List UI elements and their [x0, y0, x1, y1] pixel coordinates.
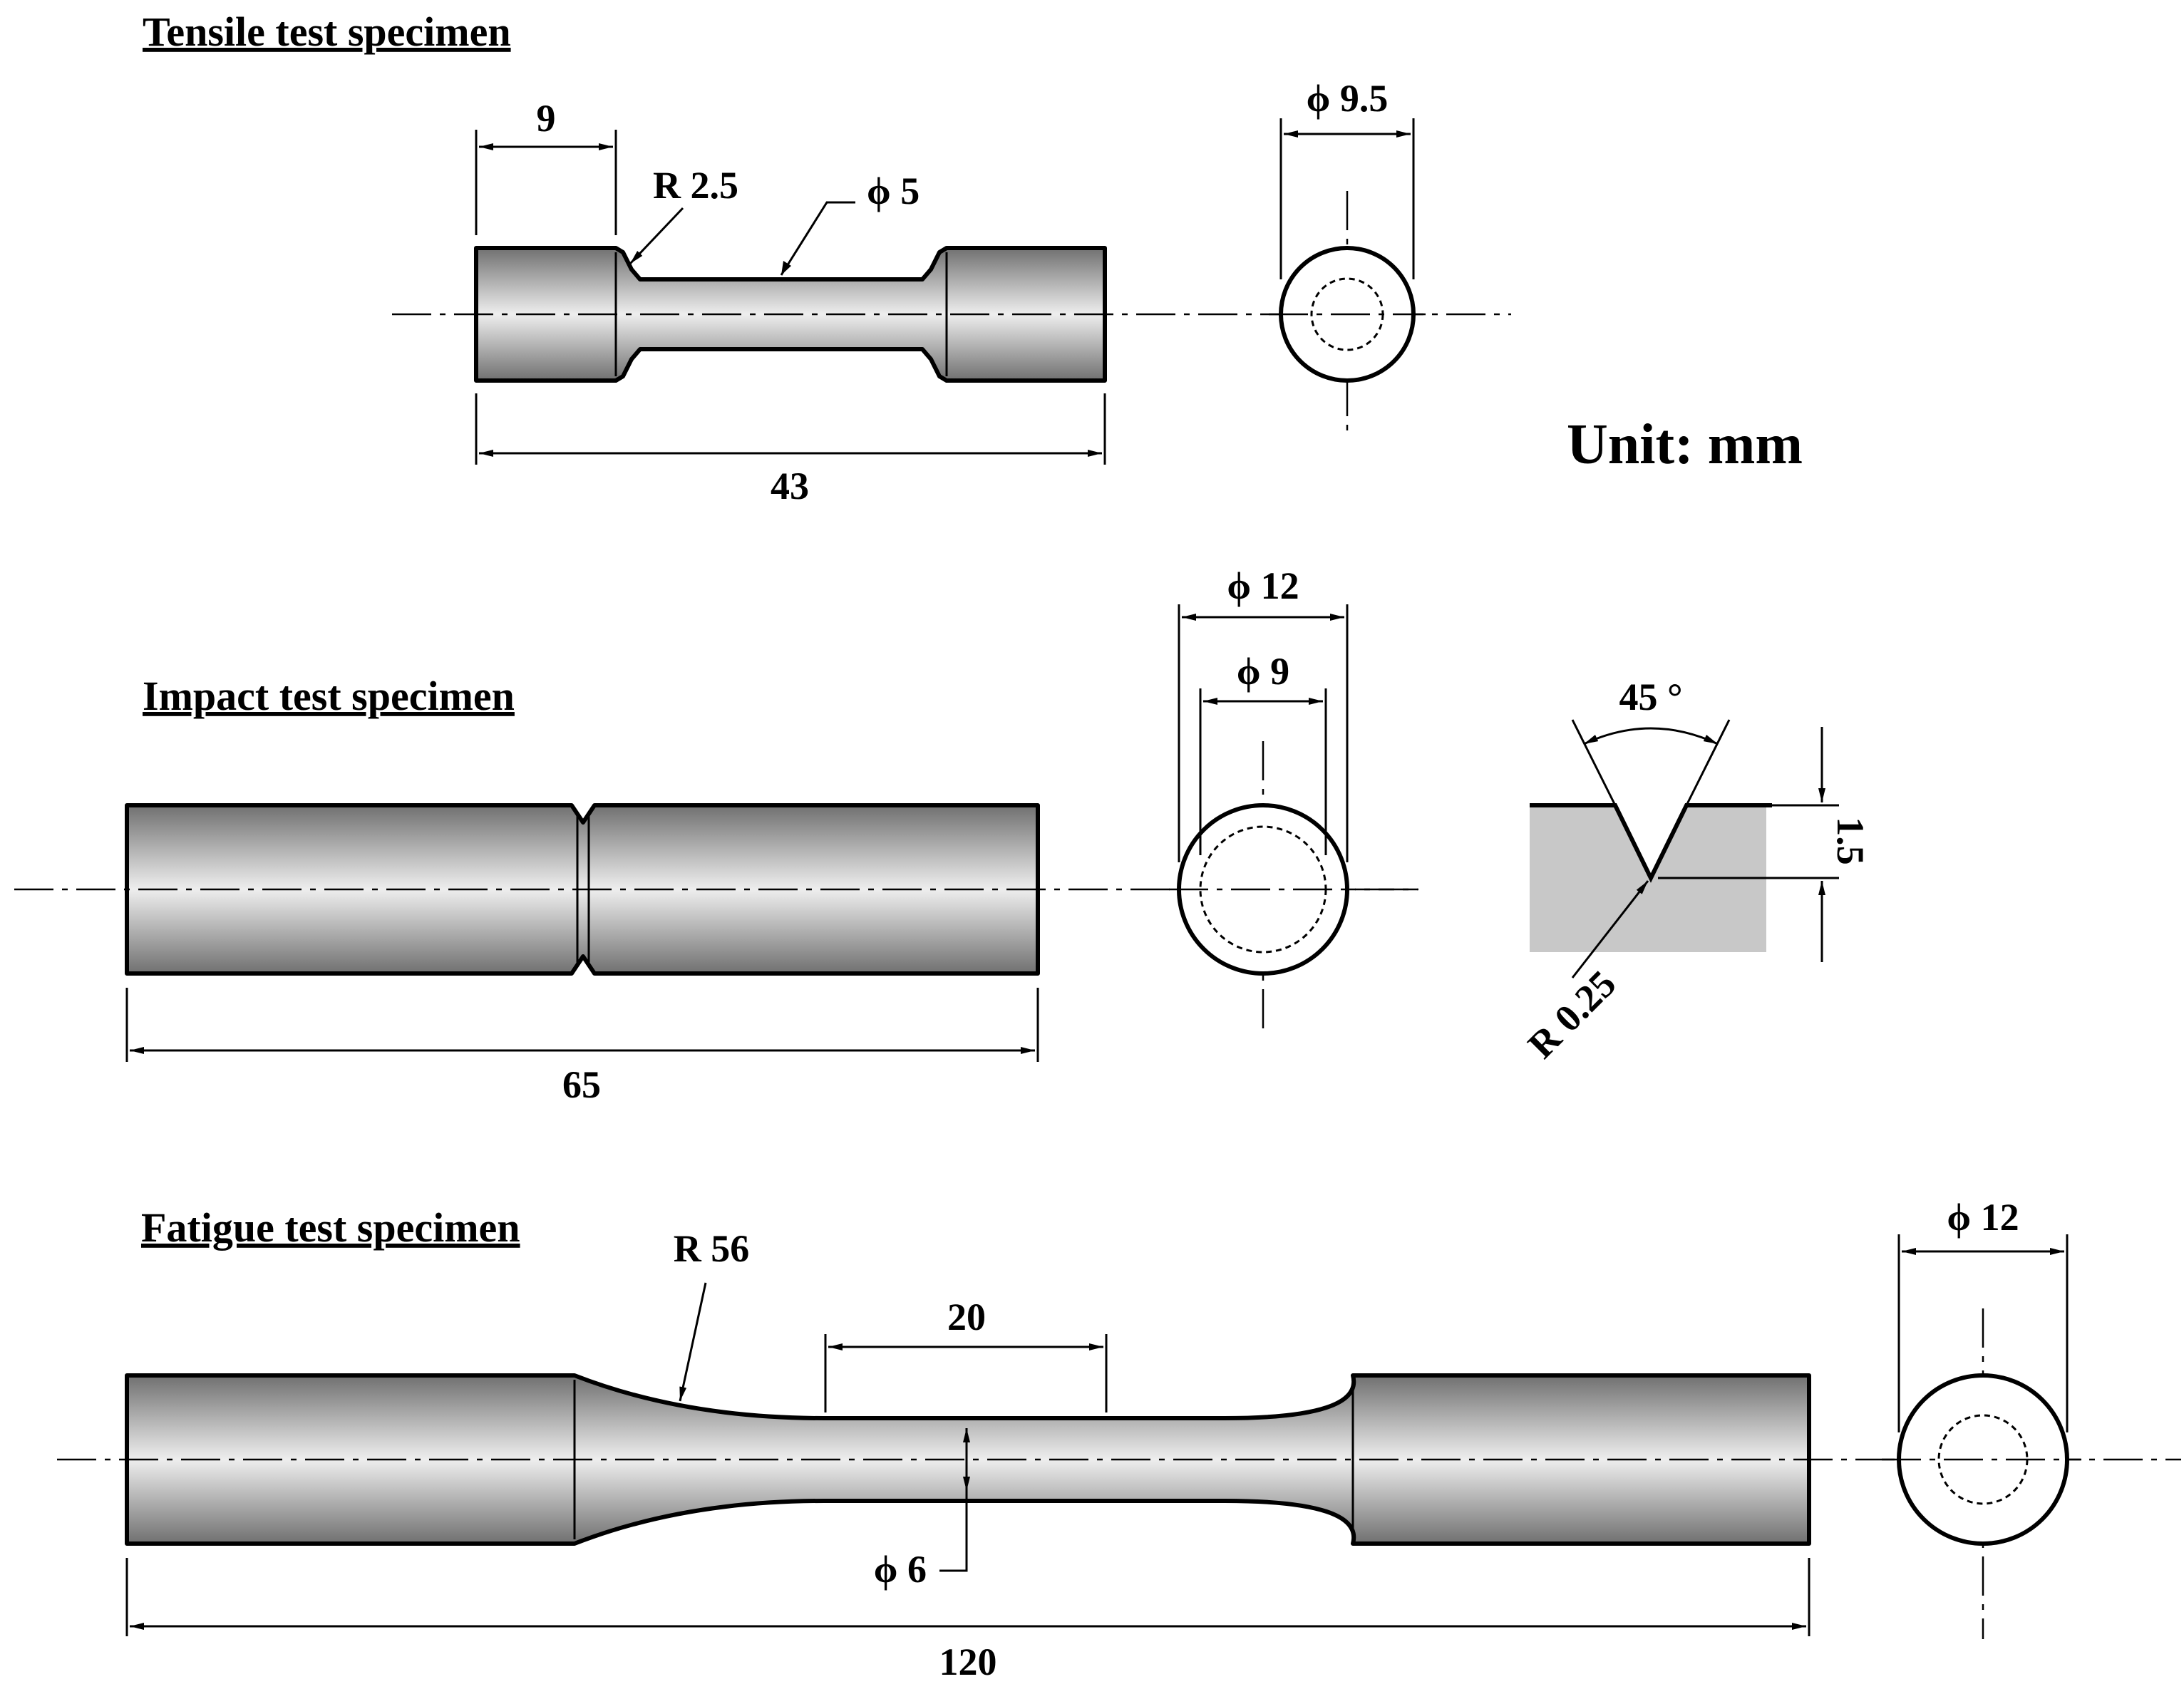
impact-notch-block — [1530, 807, 1766, 952]
fatigue-title: Fatigue test specimen — [141, 1204, 520, 1251]
fatigue-length-dim: 120 — [939, 1641, 997, 1683]
tensile-grip-dim: 9 — [537, 97, 556, 140]
impact-section: Impact test specimen 65 ϕ 12 ϕ 9 45 ° — [14, 564, 1872, 1106]
impact-notch-radius: R 0.25 — [1520, 962, 1624, 1066]
impact-notch-angle-arc — [1583, 727, 1719, 745]
impact-notch-angle: 45 ° — [1619, 676, 1682, 718]
fatigue-radius-dim: R 56 — [674, 1227, 750, 1270]
fatigue-radius-leader — [679, 1282, 707, 1402]
fatigue-gauge-len: 20 — [947, 1296, 986, 1338]
impact-notch-depth: 1.5 — [1829, 817, 1872, 865]
tensile-section: Tensile test specimen 9 R 2.5 ϕ 5 43 ϕ 9… — [143, 9, 1803, 507]
impact-notch-radius-leader — [1571, 880, 1649, 978]
unit-label: Unit: mm — [1567, 413, 1803, 476]
impact-length-dim: 65 — [562, 1063, 601, 1106]
impact-outer-dim: ϕ 12 — [1227, 564, 1299, 607]
tensile-end-dim: ϕ 9.5 — [1307, 77, 1389, 120]
tensile-gauge-arrow — [781, 261, 791, 275]
impact-notch-profile — [1530, 803, 1772, 883]
tensile-title: Tensile test specimen — [143, 9, 511, 55]
tensile-length-dim: 43 — [771, 465, 809, 507]
fatigue-dia-leader — [939, 1491, 968, 1572]
tensile-radius-dim: R 2.5 — [653, 164, 738, 207]
fatigue-end-dim: ϕ 12 — [1947, 1196, 2019, 1239]
impact-title: Impact test specimen — [143, 673, 515, 719]
fatigue-gauge-dia: ϕ 6 — [874, 1548, 927, 1591]
fatigue-section: Fatigue test specimen R 56 20 ϕ 6 120 ϕ … — [57, 1196, 2181, 1683]
impact-inner-dim: ϕ 9 — [1237, 650, 1289, 693]
tensile-gauge-leader — [780, 201, 855, 276]
impact-notch-angle-ext-right — [1685, 719, 1731, 806]
impact-notch-angle-ext-left — [1571, 719, 1617, 806]
tensile-radius-leader — [629, 207, 684, 265]
tensile-gauge-dim: ϕ 5 — [867, 170, 920, 212]
